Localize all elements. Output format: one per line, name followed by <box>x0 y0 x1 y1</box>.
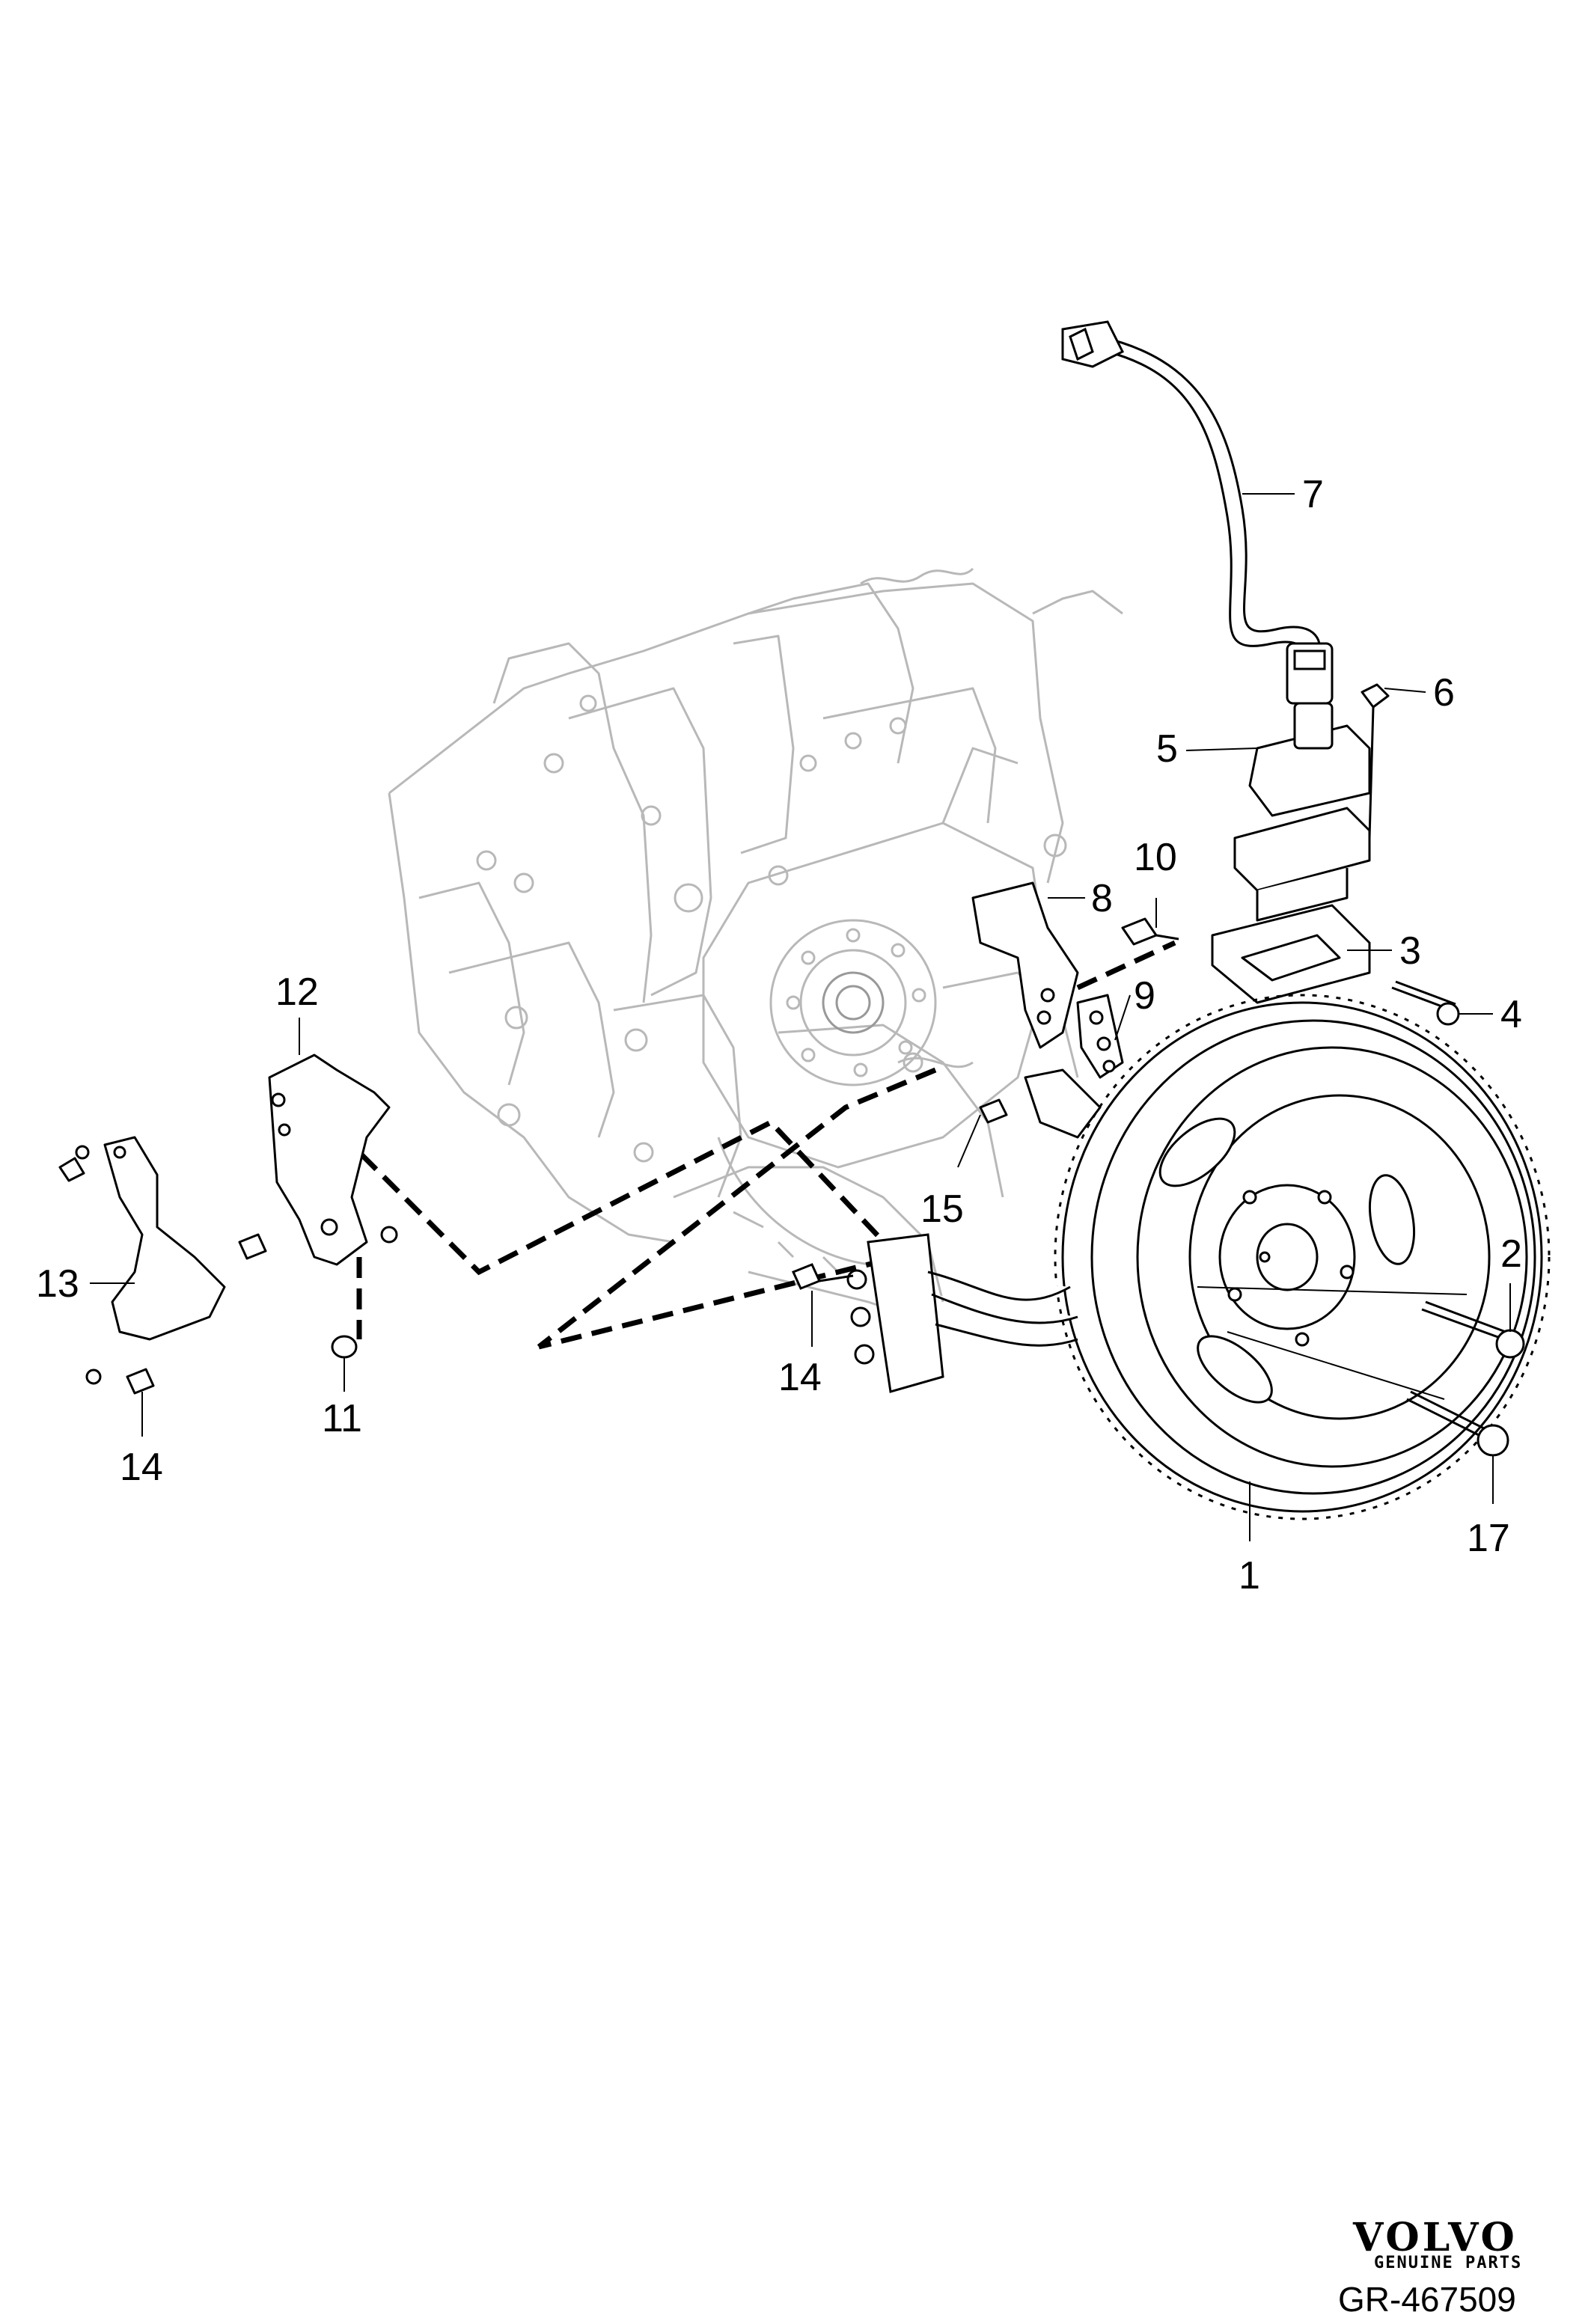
volvo-logo: VOLVO <box>1353 2215 1518 2260</box>
callout-9: 9 <box>1134 974 1155 1018</box>
harness-connector <box>791 1233 1078 1393</box>
callout-3: 3 <box>1399 929 1421 973</box>
callout-14-middle: 14 <box>778 1356 822 1399</box>
flywheel-bolts <box>1406 1300 1525 1457</box>
callout-8: 8 <box>1091 877 1113 920</box>
left-brackets <box>58 1054 398 1395</box>
flywheel <box>1054 994 1551 1520</box>
callout-10: 10 <box>1134 836 1177 879</box>
callout-2: 2 <box>1500 1232 1522 1276</box>
callout-7: 7 <box>1302 473 1324 516</box>
callout-15: 15 <box>920 1187 964 1231</box>
wiring-harness <box>1061 320 1334 705</box>
callout-11: 11 <box>322 1397 362 1440</box>
callout-12: 12 <box>275 970 319 1014</box>
reference-code: GR-467509 <box>1338 2280 1516 2319</box>
genuine-parts-label: GENUINE PARTS <box>1374 2254 1523 2272</box>
callout-17: 17 <box>1467 1517 1510 1560</box>
leader-lines <box>90 493 1511 1541</box>
callout-6: 6 <box>1433 671 1455 715</box>
callout-4: 4 <box>1500 993 1522 1036</box>
sensor-assembly <box>971 683 1460 1139</box>
callout-13: 13 <box>36 1262 79 1306</box>
callout-1: 1 <box>1239 1554 1260 1597</box>
callout-14-left: 14 <box>120 1446 163 1489</box>
callout-5: 5 <box>1156 727 1178 771</box>
